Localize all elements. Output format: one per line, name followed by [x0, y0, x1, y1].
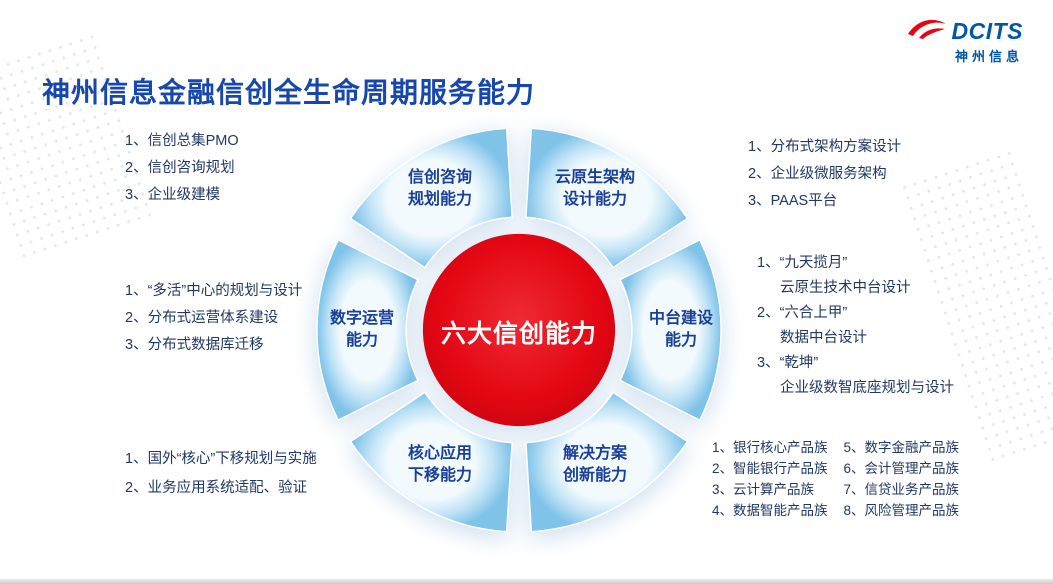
capability-wheel	[316, 127, 722, 533]
digital-ops-capability-list: 1、“多活”中心的规划与设计 2、分布式运营体系建设 3、分布式数据库迁移	[125, 282, 302, 363]
solution-product-families: 1、银行核心产品族 2、智能银行产品族 3、云计算产品族 4、数据智能产品族 5…	[712, 440, 959, 524]
list-item-desc: 云原生技术中台设计	[780, 280, 911, 296]
ring-segment	[316, 238, 419, 422]
list-item: 1、银行核心产品族	[712, 440, 828, 455]
center-capability-label: 六大信创能力	[440, 320, 597, 348]
list-item: 1、“九天揽月”	[757, 255, 848, 271]
list-item: 2、业务应用系统适配、验证	[125, 480, 308, 496]
product-family-column-2: 5、数字金融产品族 6、会计管理产品族 7、信贷业务产品族 8、风险管理产品族	[844, 440, 960, 524]
list-item: 3、PAAS平台	[748, 193, 838, 209]
list-item: 8、风险管理产品族	[843, 503, 960, 518]
capability-ring	[316, 127, 722, 533]
dcits-swoosh-icon	[907, 16, 947, 47]
ring-segment	[525, 127, 689, 269]
list-item: 4、数据智能产品族	[712, 503, 828, 518]
segment-label-digital-ops: 数字运营 能力	[329, 310, 394, 349]
list-item: 3、分布式数据库迁移	[125, 337, 264, 353]
center-circle	[422, 233, 616, 427]
list-item: 1、国外“核心”下移规划与实施	[125, 451, 317, 467]
list-item-desc: 企业级数智底座规划与设计	[780, 380, 954, 396]
list-item: 7、信贷业务产品族	[843, 482, 960, 497]
list-item: 3、“乾坤”	[757, 355, 819, 371]
list-item: 1、“多活”中心的规划与设计	[125, 283, 303, 299]
cloud-native-capability-list: 1、分布式架构方案设计 2、企业级微服务架构 3、PAAS平台	[748, 138, 901, 219]
segment-label-core-app: 核心应用 下移能力	[407, 445, 472, 484]
list-item: 6、会计管理产品族	[843, 461, 960, 476]
product-family-column-1: 1、银行核心产品族 2、智能银行产品族 3、云计算产品族 4、数据智能产品族	[712, 440, 828, 524]
ring-segment	[619, 238, 722, 422]
page-title: 神州信息金融信创全生命周期服务能力	[42, 76, 536, 108]
list-item: 2、智能银行产品族	[712, 461, 828, 476]
ring-segment	[349, 391, 513, 533]
list-item: 3、企业级建模	[125, 187, 221, 203]
segment-label-cloud-native: 云原生架构 设计能力	[554, 169, 635, 208]
segment-label-consulting: 信创咨询 规划能力	[407, 169, 472, 208]
logo-brand-text: DCITS	[951, 18, 1023, 44]
middle-platform-capability-list: 1、“九天揽月” 云原生技术中台设计 2、“六合上甲” 数据中台设计 3、“乾坤…	[757, 254, 954, 404]
dcits-logo: DCITS 神州信息	[907, 16, 1024, 65]
bottom-edge-bar	[0, 579, 1053, 584]
list-item: 1、分布式架构方案设计	[748, 139, 902, 155]
list-item: 5、数字金融产品族	[843, 440, 960, 455]
list-item: 3、云计算产品族	[712, 482, 815, 497]
list-item-desc: 数据中台设计	[780, 330, 867, 346]
ring-segment	[349, 127, 513, 269]
core-app-capability-list: 1、国外“核心”下移规划与实施 2、业务应用系统适配、验证	[125, 450, 317, 508]
list-item: 2、“六合上甲”	[757, 305, 848, 321]
segment-label-solution: 解决方案 创新能力	[562, 445, 627, 484]
list-item: 2、企业级微服务架构	[748, 166, 887, 182]
logo-company-text: 神州信息	[954, 49, 1023, 64]
ring-segment	[525, 391, 689, 533]
segment-label-middle-platform: 中台建设 能力	[648, 310, 713, 349]
list-item: 1、信创总集PMO	[125, 133, 239, 149]
list-item: 2、分布式运营体系建设	[125, 310, 279, 326]
consulting-capability-list: 1、信创总集PMO 2、信创咨询规划 3、企业级建模	[125, 132, 239, 213]
list-item: 2、信创咨询规划	[125, 160, 235, 176]
